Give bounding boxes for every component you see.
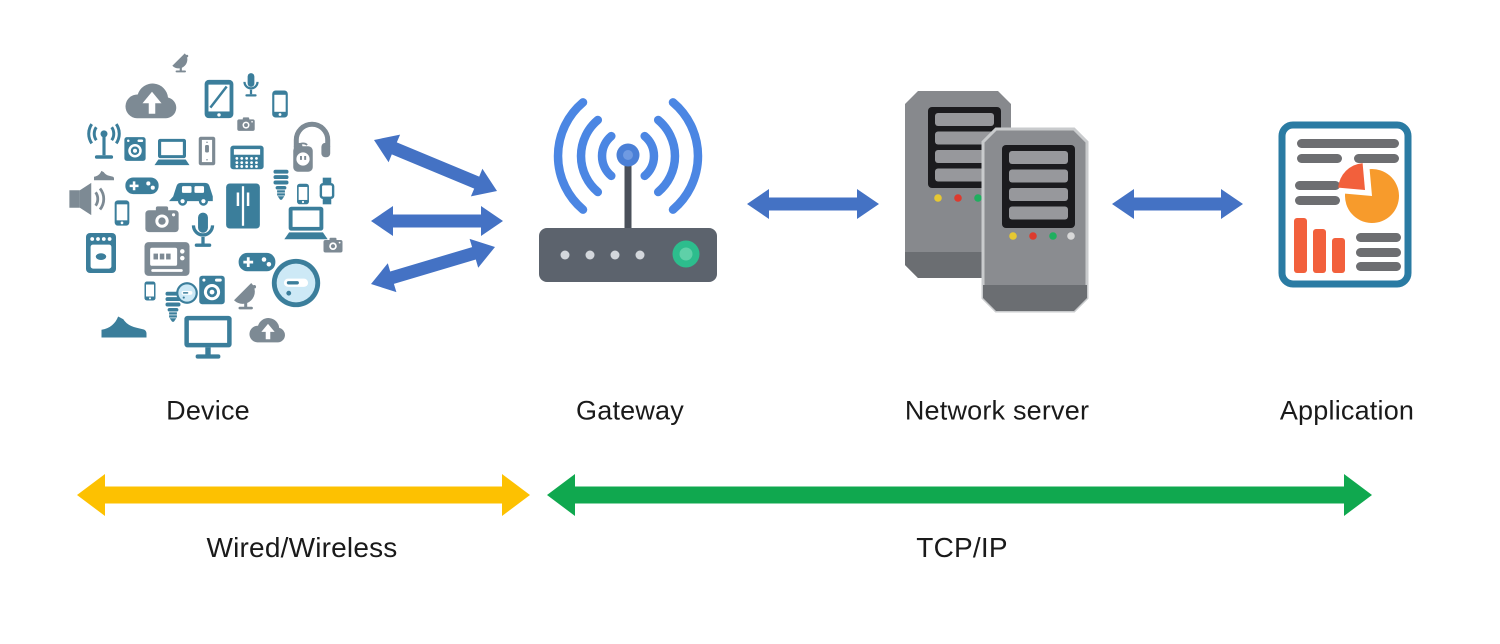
pie-chart-icon bbox=[1344, 168, 1399, 223]
laptop-icon bbox=[284, 206, 328, 240]
gamepad-icon bbox=[125, 177, 159, 195]
report-text-lines bbox=[1295, 139, 1401, 271]
tcpip-arrow bbox=[547, 474, 1372, 516]
phone-icon bbox=[144, 281, 156, 301]
laptop-icon bbox=[154, 138, 190, 166]
monitor-icon bbox=[184, 315, 232, 359]
speaker-icon bbox=[67, 181, 106, 217]
application-label: Application bbox=[1279, 395, 1415, 426]
wifi-wave-icon bbox=[653, 115, 680, 197]
fridge-icon bbox=[226, 183, 260, 229]
device-gateway-arrow-2 bbox=[371, 206, 503, 236]
wifi-wave-icon bbox=[668, 98, 703, 214]
antenna-ball-highlight bbox=[623, 150, 633, 160]
antenna-stem bbox=[624, 154, 632, 230]
gateway-server-arrow bbox=[747, 189, 879, 219]
gateway-label: Gateway bbox=[576, 395, 684, 426]
shoe-icon bbox=[94, 170, 114, 181]
router-status-dots bbox=[560, 250, 645, 260]
pie-slice-icon bbox=[1338, 163, 1365, 190]
device-gateway-arrow-1 bbox=[374, 134, 497, 197]
router-body bbox=[539, 228, 717, 282]
tcpip-label: TCP/IP bbox=[916, 532, 1008, 563]
dish-icon bbox=[234, 283, 257, 310]
network-server-label: Network server bbox=[904, 395, 1090, 426]
plug-icon bbox=[292, 142, 314, 173]
mic-icon bbox=[243, 72, 259, 98]
dish-icon bbox=[172, 53, 189, 73]
network-server-icon bbox=[905, 91, 1089, 313]
wired-wireless-arrow bbox=[77, 474, 530, 516]
camera-icon bbox=[145, 206, 179, 233]
wifi-wave-icon bbox=[576, 115, 603, 197]
watch-icon bbox=[319, 177, 335, 205]
application-icon bbox=[1278, 121, 1412, 288]
antenna-icon bbox=[87, 122, 121, 161]
server-application-arrow bbox=[1112, 189, 1243, 219]
switch-icon bbox=[198, 136, 216, 166]
shoe-icon bbox=[101, 316, 147, 338]
gamepad-icon bbox=[238, 252, 276, 272]
router-power-led-inner bbox=[679, 247, 693, 261]
mic-icon bbox=[191, 210, 215, 249]
wifi-wave-icon bbox=[640, 131, 659, 181]
tablet-icon bbox=[203, 78, 235, 120]
bulb-cfl-icon bbox=[273, 169, 289, 200]
washer-icon bbox=[199, 275, 225, 305]
bar-chart-icon bbox=[1294, 218, 1345, 273]
wifi-wave-icon bbox=[597, 131, 616, 181]
oven-icon bbox=[86, 233, 116, 273]
device-label: Device bbox=[166, 395, 250, 426]
cloud-up-icon bbox=[249, 318, 285, 343]
keypad-icon bbox=[230, 145, 264, 170]
meter-icon bbox=[271, 258, 321, 308]
device-cluster bbox=[67, 53, 343, 359]
phone-icon bbox=[272, 90, 288, 118]
wired-wireless-label: Wired/Wireless bbox=[206, 532, 398, 563]
phone-icon bbox=[114, 200, 130, 226]
server-tower-front bbox=[981, 127, 1089, 313]
device-gateway-arrow-3 bbox=[371, 238, 495, 293]
meter-icon bbox=[176, 282, 198, 304]
cloud-up-icon bbox=[125, 83, 177, 119]
connector-arrows bbox=[77, 134, 1372, 516]
phone-icon bbox=[297, 183, 309, 205]
gateway-icon bbox=[539, 98, 717, 282]
thermostat-icon bbox=[144, 242, 190, 276]
camera-icon bbox=[323, 237, 343, 253]
car-icon bbox=[169, 182, 213, 206]
wifi-wave-icon bbox=[553, 98, 588, 214]
camera-icon bbox=[237, 117, 255, 131]
washer-icon bbox=[124, 137, 146, 161]
